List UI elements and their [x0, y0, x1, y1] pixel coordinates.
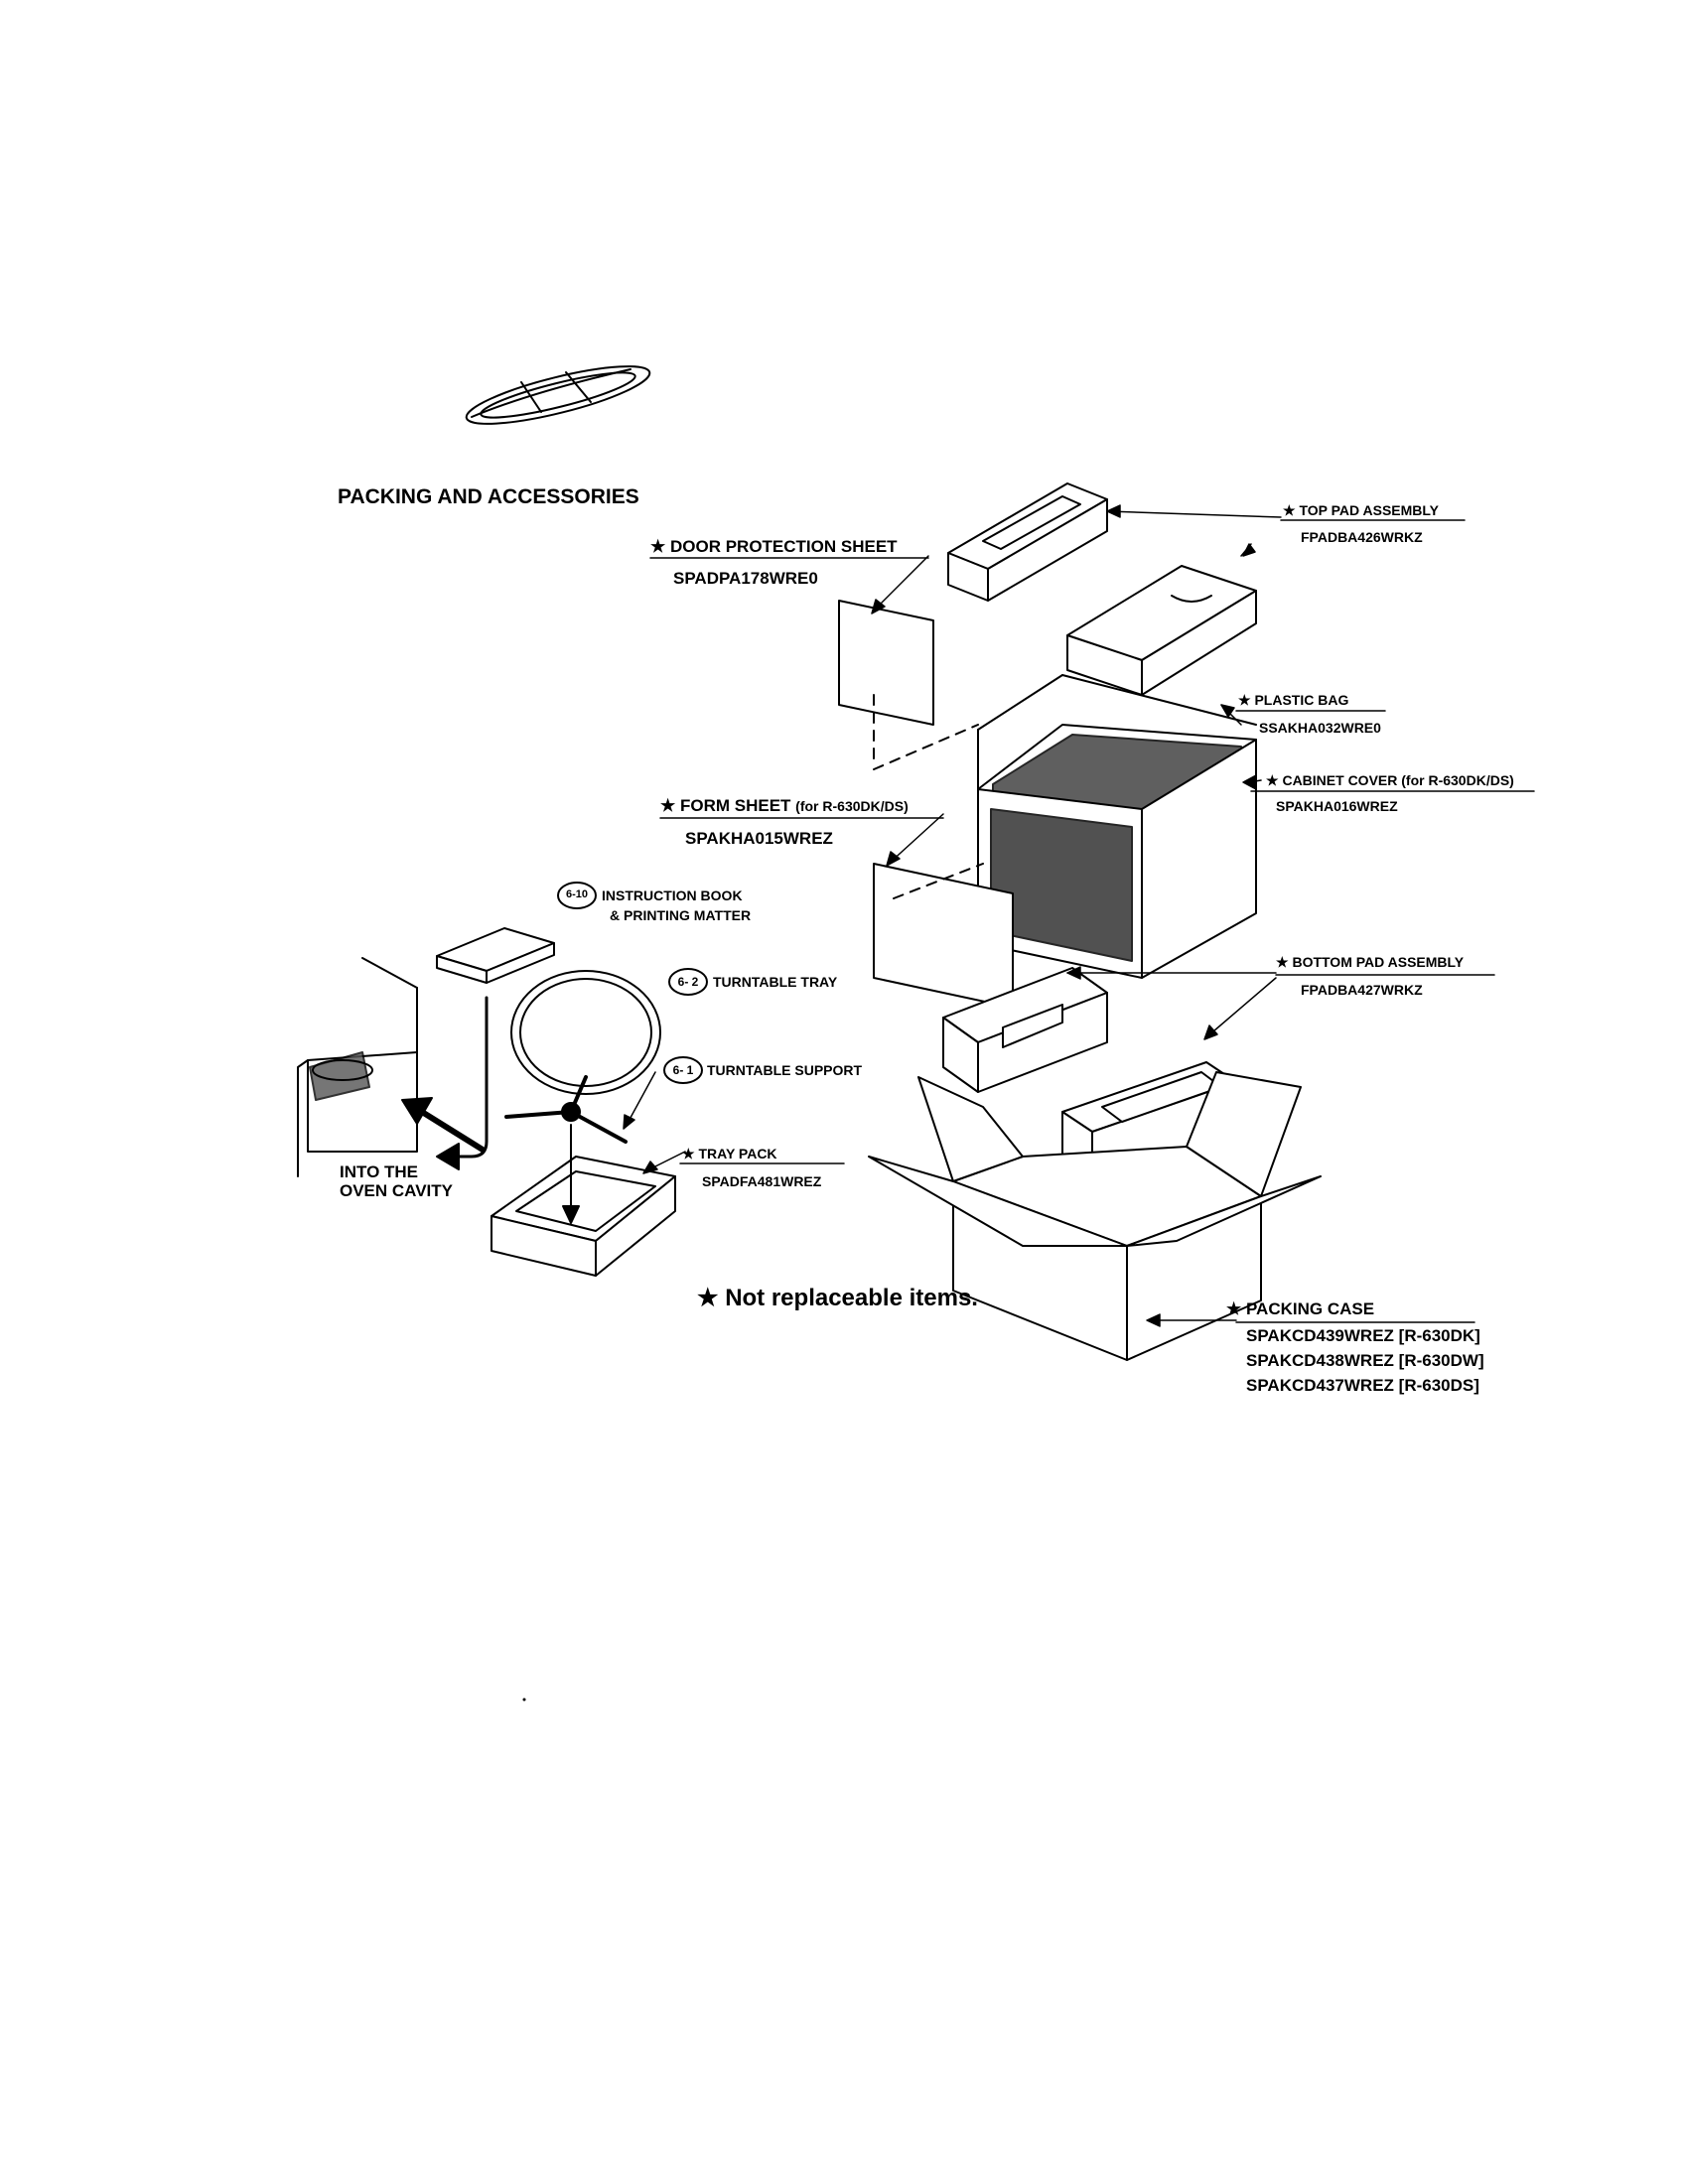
packing-case-code-ds: SPAKCD437WREZ [R-630DS]: [1246, 1376, 1479, 1395]
ref-circle-6-10: [557, 882, 597, 909]
turntable-support-drawing: [504, 1075, 628, 1144]
star-icon: ★: [1266, 772, 1279, 788]
star-icon: ★: [1276, 954, 1289, 970]
turntable-tray-drawing: [510, 970, 661, 1095]
door-protection-sheet-code: SPADPA178WRE0: [673, 569, 818, 588]
not-replaceable-note: ★ Not replaceable items.: [697, 1285, 978, 1311]
instruction-book-ref: 6-10: [565, 888, 589, 900]
plastic-bag-code: SSAKHA032WRE0: [1259, 720, 1381, 736]
top-pad-label: ★ TOP PAD ASSEMBLY: [1283, 502, 1440, 518]
star-icon: ★: [1238, 692, 1251, 708]
oven-cabinet-drawing: [977, 674, 1257, 979]
bottom-pad-code: FPADBA427WRKZ: [1301, 982, 1423, 998]
star-icon: ★: [697, 1285, 719, 1311]
label-underlines: [649, 519, 1535, 1323]
top-pad-upper-drawing: [947, 482, 1108, 602]
turntable-support-label: TURNTABLE SUPPORT: [707, 1062, 863, 1078]
packing-case-label: ★ PACKING CASE: [1226, 1299, 1375, 1318]
into-cavity-label: INTO THE: [340, 1162, 419, 1181]
packing-case-code-dw: SPAKCD438WREZ [R-630DW]: [1246, 1351, 1484, 1370]
tray-pack-label: ★ TRAY PACK: [682, 1146, 777, 1161]
page-title: PACKING AND ACCESSORIES: [338, 485, 639, 508]
cabinet-cover-label: ★ CABINET COVER (for R-630DK/DS): [1266, 772, 1514, 788]
cabinet-cover-code: SPAKHA016WREZ: [1276, 798, 1398, 814]
star-icon: ★: [682, 1146, 695, 1161]
turntable-support-ref: 6- 1: [672, 1063, 694, 1077]
plastic-bag-label: ★ PLASTIC BAG: [1238, 692, 1349, 708]
bottom-pad-label: ★ BOTTOM PAD ASSEMBLY: [1276, 954, 1465, 970]
star-icon: ★: [1226, 1299, 1242, 1318]
top-pad-lower-drawing: [1066, 565, 1257, 696]
packing-case-code-dk: SPAKCD439WREZ [R-630DK]: [1246, 1326, 1480, 1345]
packing-case-drawing: [868, 1071, 1322, 1361]
star-icon: ★: [660, 796, 676, 815]
turntable-tray-ref: 6- 2: [677, 975, 699, 989]
door-protection-sheet-drawing: [838, 600, 934, 726]
oven-cavity-drawing: [297, 957, 418, 1177]
star-icon: ★: [650, 537, 666, 556]
tray-pack-code: SPADFA481WREZ: [702, 1173, 822, 1189]
instruction-book-label: INSTRUCTION BOOK: [602, 887, 743, 903]
turntable-tray-label: TURNTABLE TRAY: [713, 974, 838, 990]
top-pad-code: FPADBA426WRKZ: [1301, 529, 1423, 545]
door-protection-sheet-label: ★ DOOR PROTECTION SHEET: [650, 537, 898, 556]
leader-lines: [623, 504, 1282, 1327]
ref-circle-6-1: [663, 1056, 703, 1084]
instruction-book-drawing: [436, 927, 555, 984]
oven-cavity-label: OVEN CAVITY: [340, 1181, 453, 1200]
form-sheet-code: SPAKHA015WREZ: [685, 829, 833, 848]
accessory-rack-drawing: [465, 365, 651, 425]
bottom-pad-left-drawing: [942, 967, 1108, 1093]
star-icon: ★: [1283, 502, 1296, 518]
printing-matter-label: & PRINTING MATTER: [610, 907, 752, 923]
form-sheet-label: ★ FORM SHEET (for R-630DK/DS): [660, 796, 909, 815]
ref-circle-6-2: [668, 968, 708, 996]
tray-pack-drawing: [491, 1156, 676, 1277]
